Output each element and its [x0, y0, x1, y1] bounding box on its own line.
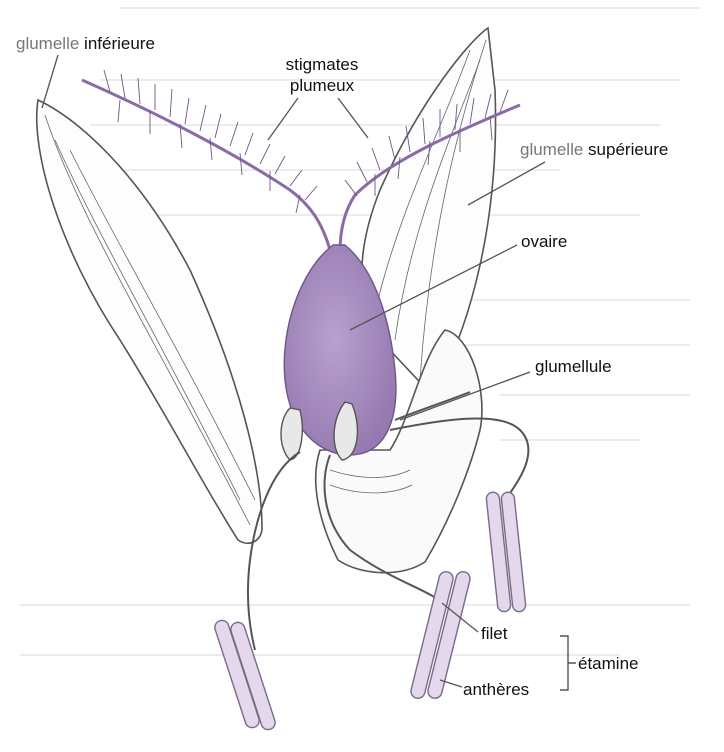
etamine-bracket [560, 636, 576, 690]
label-glumelle-superieure: glumelle supérieure [520, 141, 668, 158]
label-etamine: étamine [578, 655, 638, 672]
label-filet: filet [481, 625, 507, 642]
anthere-right [486, 492, 526, 613]
anthere-left [213, 619, 277, 732]
glumelle-inferieure [37, 100, 262, 543]
label-ovaire: ovaire [521, 233, 567, 250]
label-stigmates-plumeux: stigmates plumeux [262, 56, 382, 94]
label-stigmates-line2: plumeux [262, 77, 382, 94]
label-stigmates-line1: stigmates [262, 56, 382, 73]
label-glumelle-inferieure: glumelle inférieure [16, 35, 155, 52]
label-antheres: anthères [463, 681, 529, 698]
label-glumellule: glumellule [535, 358, 612, 375]
